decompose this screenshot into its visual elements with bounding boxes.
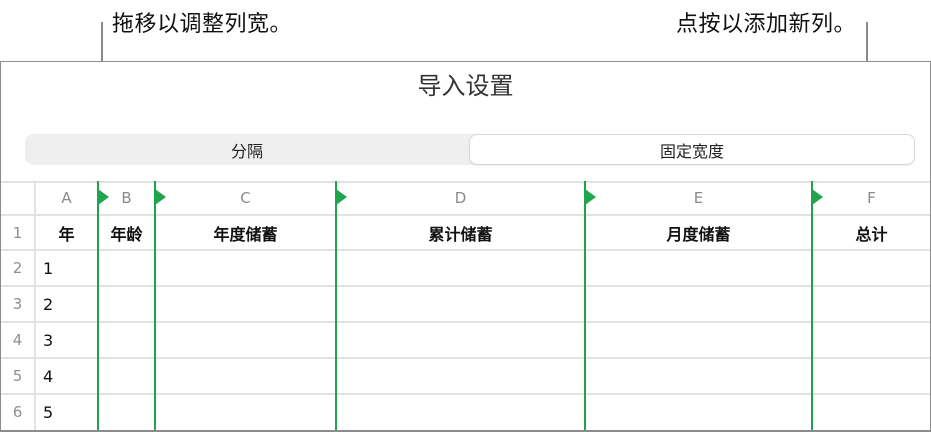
column-letter-b[interactable]: B xyxy=(121,188,132,207)
header-cell-monthly-savings: 月度储蓄 xyxy=(666,224,731,244)
row-number: 2 xyxy=(12,259,23,277)
column-letter-f[interactable]: F xyxy=(867,188,876,207)
column-divider-b-c[interactable] xyxy=(154,181,156,430)
grid-line xyxy=(1,214,930,216)
row-number: 5 xyxy=(12,367,23,385)
header-cell-cumulative-savings: 累计储蓄 xyxy=(428,224,493,244)
import-mode-segmented-control[interactable]: 分隔 固定宽度 xyxy=(25,134,915,165)
table-cell-year: 2 xyxy=(43,294,54,314)
import-settings-dialog: 导入设置 分隔 固定宽度 A B C D E F 1 年 xyxy=(0,61,931,432)
callout-add-column: 点按以添加新列。 xyxy=(675,12,856,37)
dialog-title: 导入设置 xyxy=(417,72,514,100)
column-divider-d-e[interactable] xyxy=(584,181,586,430)
table-cell-year: 5 xyxy=(43,402,54,422)
column-divider-handle-icon[interactable] xyxy=(336,189,347,205)
preview-table: A B C D E F 1 年 年龄 年度储蓄 累计储蓄 月度储蓄 总计 2 1… xyxy=(1,181,930,430)
table-cell-year: 3 xyxy=(43,330,54,350)
column-divider-handle-icon[interactable] xyxy=(812,189,823,205)
column-divider-handle-icon[interactable] xyxy=(585,189,596,205)
grid-line xyxy=(1,393,930,395)
header-cell-annual-savings: 年度储蓄 xyxy=(213,224,278,244)
row-number: 4 xyxy=(12,331,23,349)
table-cell-year: 4 xyxy=(43,366,54,386)
column-letter-d[interactable]: D xyxy=(454,188,467,207)
grid-line xyxy=(1,357,930,359)
row-number: 1 xyxy=(12,223,23,242)
column-letter-a[interactable]: A xyxy=(61,188,72,207)
segment-fixed-width[interactable]: 固定宽度 xyxy=(469,134,915,165)
header-cell-age: 年龄 xyxy=(110,224,143,244)
table-cell-year: 1 xyxy=(43,258,54,278)
grid-line xyxy=(1,181,930,183)
callout-drag-column-width: 拖移以调整列宽。 xyxy=(112,12,293,37)
header-cell-year: 年 xyxy=(58,224,75,244)
column-letter-e[interactable]: E xyxy=(693,188,704,207)
column-divider-e-f[interactable] xyxy=(811,181,813,430)
grid-line xyxy=(1,321,930,323)
column-divider-handle-icon[interactable] xyxy=(155,189,166,205)
grid-line xyxy=(1,249,930,251)
header-cell-total: 总计 xyxy=(855,224,888,244)
column-letter-c[interactable]: C xyxy=(240,188,251,207)
row-number: 6 xyxy=(12,403,23,421)
column-divider-c-d[interactable] xyxy=(335,181,337,430)
segment-delimited[interactable]: 分隔 xyxy=(230,141,263,161)
column-divider-handle-icon[interactable] xyxy=(98,189,109,205)
row-number: 3 xyxy=(12,295,23,313)
grid-line xyxy=(1,285,930,287)
row-header-divider xyxy=(34,181,36,430)
column-divider-a-b[interactable] xyxy=(97,181,99,430)
